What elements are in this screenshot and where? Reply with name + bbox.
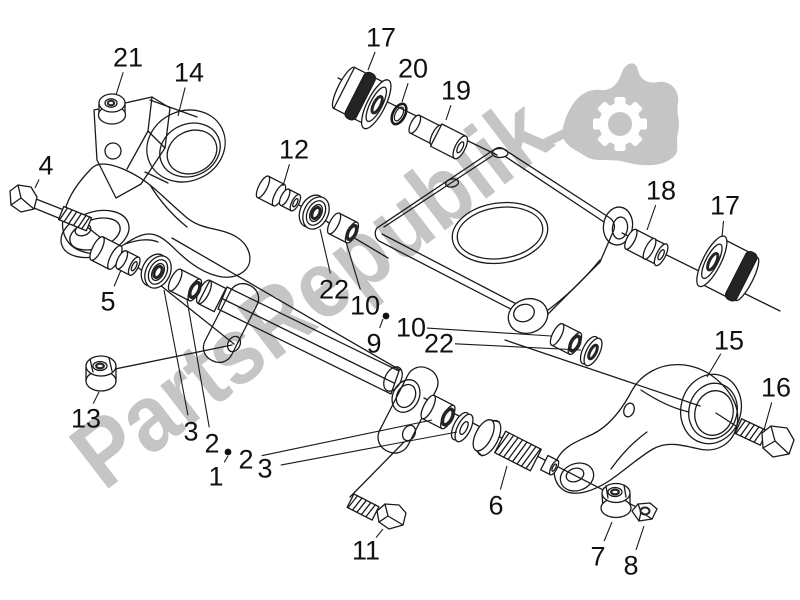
callout-leader-line [454, 343, 582, 351]
callout-label: 10 [396, 313, 426, 343]
callout-label: 1 [208, 462, 223, 492]
callout-leader-line [499, 465, 508, 490]
callout-leader-line [635, 525, 645, 550]
callout-label: 2 [238, 445, 253, 475]
callout-leader-line [177, 87, 186, 117]
callout-leader-line [223, 455, 229, 463]
callout-leader-line [763, 402, 773, 431]
callout-leader-line [280, 431, 458, 466]
callout-leader-line [163, 289, 189, 416]
callout-label: 20 [398, 54, 428, 84]
callout-leader-line [426, 327, 552, 337]
callout-label: 4 [38, 151, 53, 181]
callout-label: 8 [623, 551, 638, 581]
callout-leader-line [319, 228, 331, 274]
callout-leader-line [721, 220, 725, 238]
callout-label: 12 [279, 135, 309, 165]
callout-label: 15 [714, 326, 744, 356]
callout-leader-line [375, 528, 384, 538]
callout-leader-line [92, 391, 100, 404]
callout-label: 21 [113, 43, 143, 73]
callout-leader-line [34, 179, 40, 189]
callout-leader-line [379, 318, 384, 329]
callout-label: 18 [646, 176, 676, 206]
callout-label: 13 [71, 404, 101, 434]
callout-label: 3 [257, 454, 272, 484]
callout-leader-line [186, 299, 210, 428]
callout-leader-line [345, 241, 361, 290]
callout-label: 17 [366, 23, 396, 53]
callout-leader-line [445, 105, 452, 121]
index-dot [382, 312, 390, 320]
callout-leader-line [282, 164, 290, 187]
callout-leader-line [367, 51, 376, 71]
callout-label: 5 [100, 287, 115, 317]
callout-label: 6 [488, 491, 503, 521]
callout-label: 3 [183, 417, 198, 447]
gear-flag-icon [542, 63, 679, 166]
callout-label: 22 [424, 329, 454, 359]
callout-label: 2 [204, 429, 219, 459]
callout-leader-line [113, 269, 122, 287]
index-dot [224, 448, 232, 456]
callout-label: 7 [590, 542, 605, 572]
callout-leader-line [115, 72, 124, 96]
callout-label: 17 [710, 191, 740, 221]
gear-icon [593, 97, 647, 151]
callout-label: 19 [441, 76, 471, 106]
callout-leader-line [603, 521, 613, 542]
callout-label: 9 [366, 329, 381, 359]
callout-leader-line [401, 83, 409, 103]
callout-label: 22 [319, 275, 349, 305]
callout-leader-line [706, 353, 722, 378]
callout-leader-line [646, 204, 657, 231]
callout-label: 11 [352, 536, 380, 566]
callout-label: 10 [350, 291, 380, 321]
callout-label: 16 [761, 373, 791, 403]
callout-leader-line [261, 419, 433, 457]
callout-label: 14 [174, 58, 204, 88]
